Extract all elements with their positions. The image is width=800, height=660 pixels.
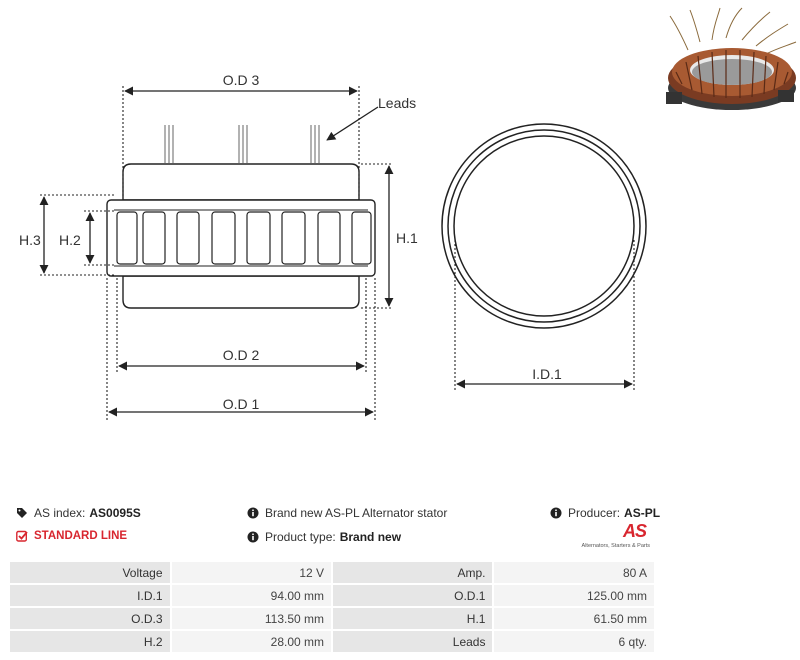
dim-label-leads: Leads bbox=[378, 95, 416, 111]
spec-value: 61.50 mm bbox=[494, 608, 654, 629]
producer-value: AS-PL bbox=[624, 506, 661, 520]
stator-technical-drawing: O.D 3 Leads H.3 H.2 H.1 O.D 2 O.D 1 I.D.… bbox=[19, 72, 647, 420]
tags-icon bbox=[16, 507, 28, 519]
as-index-value: AS0095S bbox=[89, 506, 141, 520]
producer-line: Producer: AS-PL bbox=[550, 506, 660, 520]
table-row: I.D.1 94.00 mm O.D.1 125.00 mm bbox=[10, 585, 654, 606]
spec-value: 6 qty. bbox=[494, 631, 654, 652]
as-pl-logo: AS Alternators, Starters & Parts bbox=[581, 521, 650, 553]
stator-top-view bbox=[441, 123, 647, 329]
spec-value: 125.00 mm bbox=[494, 585, 654, 606]
spec-key: Amp. bbox=[333, 562, 493, 583]
dim-label-id1: I.D.1 bbox=[532, 366, 562, 382]
spec-key: O.D.3 bbox=[10, 608, 170, 629]
spec-key: H.1 bbox=[333, 608, 493, 629]
table-row: O.D.3 113.50 mm H.1 61.50 mm bbox=[10, 608, 654, 629]
product-type-value: Brand new bbox=[339, 530, 402, 544]
spec-key: I.D.1 bbox=[10, 585, 170, 606]
checkbox-checked-icon bbox=[16, 530, 28, 542]
stator-core bbox=[106, 199, 376, 277]
info-icon bbox=[247, 507, 259, 519]
product-line-label: STANDARD LINE bbox=[34, 530, 128, 542]
product-type-label: Product type: bbox=[265, 530, 336, 544]
spec-value: 28.00 mm bbox=[171, 631, 331, 652]
product-line-badge: STANDARD LINE bbox=[16, 530, 127, 542]
stator-product-photo bbox=[666, 7, 797, 110]
logo-tagline: Alternators, Starters & Parts bbox=[581, 543, 650, 549]
producer-label: Producer: bbox=[568, 506, 621, 520]
product-type-line: Product type: Brand new bbox=[247, 530, 401, 544]
dim-label-h3: H.3 bbox=[19, 232, 41, 248]
winding-top bbox=[122, 163, 360, 201]
specs-table: Voltage 12 V Amp. 80 A I.D.1 94.00 mm O.… bbox=[8, 560, 656, 654]
spec-key: O.D.1 bbox=[333, 585, 493, 606]
spec-key: Voltage bbox=[10, 562, 170, 583]
lead-wires bbox=[164, 125, 320, 163]
info-icon bbox=[247, 531, 259, 543]
dim-label-od2: O.D 2 bbox=[223, 347, 260, 363]
table-row: Voltage 12 V Amp. 80 A bbox=[10, 562, 654, 583]
spec-key: H.2 bbox=[10, 631, 170, 652]
dim-label-od1: O.D 1 bbox=[223, 396, 260, 412]
dim-label-h1: H.1 bbox=[396, 230, 418, 246]
extension-lines bbox=[40, 86, 635, 420]
description-line: Brand new AS-PL Alternator stator bbox=[247, 506, 447, 520]
spec-value: 113.50 mm bbox=[171, 608, 331, 629]
table-row: H.2 28.00 mm Leads 6 qty. bbox=[10, 631, 654, 652]
dim-label-h2: H.2 bbox=[59, 232, 81, 248]
as-index-line: AS index: AS0095S bbox=[16, 506, 141, 520]
spec-value: 80 A bbox=[494, 562, 654, 583]
dimension-arrows bbox=[39, 86, 633, 417]
as-index-label: AS index: bbox=[34, 506, 86, 520]
dim-label-od3: O.D 3 bbox=[223, 72, 260, 88]
info-icon bbox=[550, 507, 562, 519]
winding-bottom bbox=[122, 275, 360, 309]
logo-mark: AS bbox=[622, 521, 647, 541]
description-text: Brand new AS-PL Alternator stator bbox=[265, 506, 448, 520]
spec-value: 94.00 mm bbox=[171, 585, 331, 606]
stator-slots bbox=[116, 211, 372, 265]
spec-value: 12 V bbox=[171, 562, 331, 583]
spec-key: Leads bbox=[333, 631, 493, 652]
